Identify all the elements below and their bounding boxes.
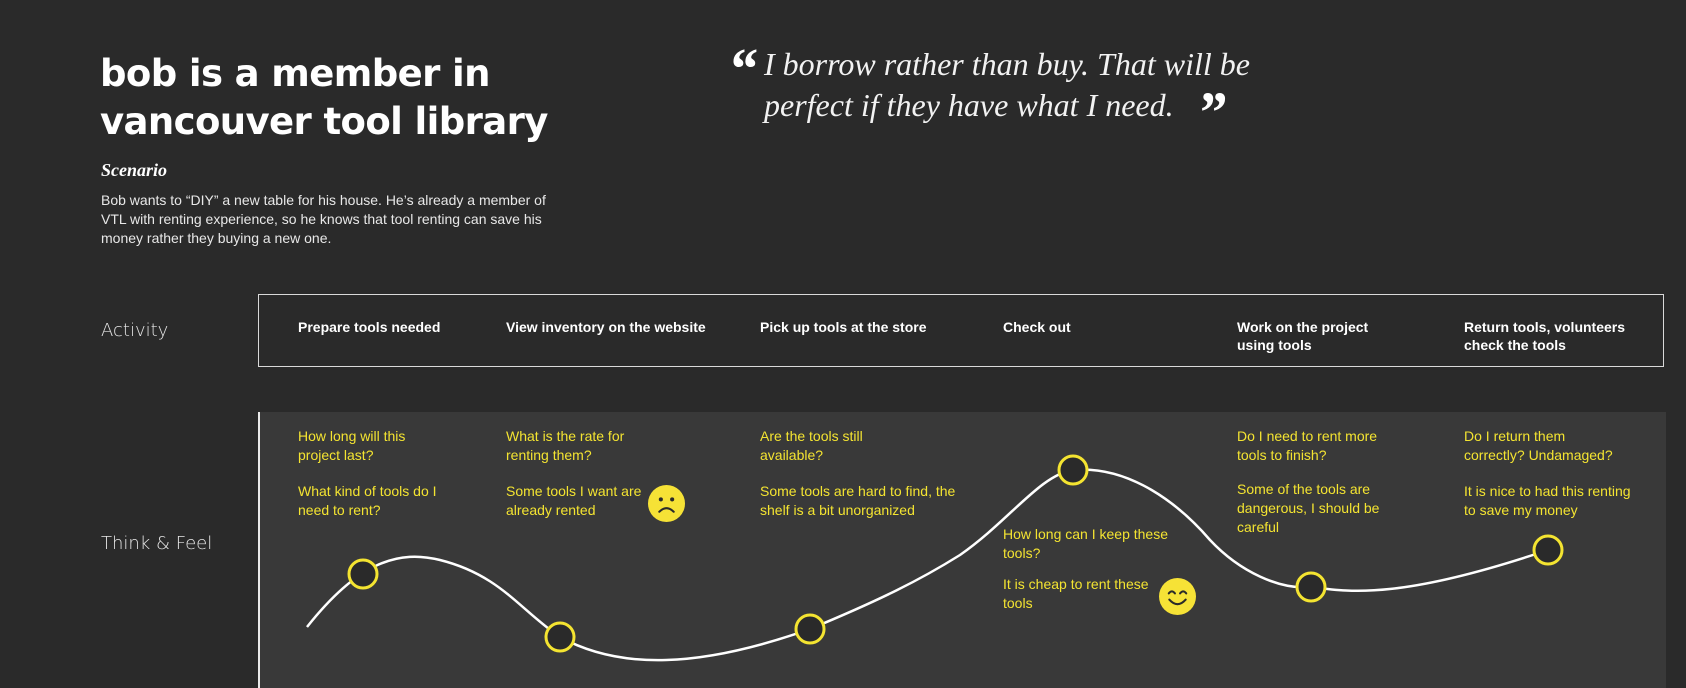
- activity-line: Work on the project: [1237, 319, 1369, 335]
- thought-feeling: It is cheap to rent these tools: [1003, 575, 1149, 613]
- activity-line: Check out: [1003, 319, 1071, 335]
- thought-line: tools?: [1003, 545, 1041, 561]
- thought-line: What is the rate for: [506, 428, 625, 444]
- thought-line: careful: [1237, 519, 1280, 535]
- thought-feeling: Some tools are hard to find, the shelf i…: [760, 482, 955, 520]
- scenario-label: Scenario: [101, 160, 168, 180]
- thought-question: Are the tools still available?: [760, 427, 863, 465]
- title-line-2: vancouver tool library: [100, 100, 548, 143]
- activity-line: using tools: [1237, 337, 1312, 353]
- thought-line: It is cheap to rent these: [1003, 576, 1149, 592]
- thought-line: project last?: [298, 447, 374, 463]
- thought-line: Do I need to rent more: [1237, 428, 1378, 444]
- thought-line: to save my money: [1464, 502, 1578, 518]
- thought-line: available?: [760, 447, 824, 463]
- activity-row-label: Activity: [101, 320, 169, 341]
- thought-feeling: Some tools I want are already rented: [506, 482, 641, 520]
- thought-line: Some of the tools are: [1237, 481, 1371, 497]
- thought-line: renting them?: [506, 447, 592, 463]
- activity-line: Return tools, volunteers: [1464, 319, 1626, 335]
- thought-question: Do I return them correctly? Undamaged?: [1464, 427, 1613, 465]
- activity-line: View inventory on the website: [506, 319, 706, 335]
- thought-feeling: Some of the tools are dangerous, I shoul…: [1237, 480, 1379, 537]
- activity-line: Prepare tools needed: [298, 319, 441, 335]
- activity-step: Pick up tools at the store: [760, 318, 926, 336]
- activity-step: Work on the project using tools: [1237, 318, 1368, 354]
- thought-line: Do I return them: [1464, 428, 1566, 444]
- thought-line: dangerous, I should be: [1237, 500, 1380, 516]
- thought-line: Some tools I want are: [506, 483, 642, 499]
- thought-question: What is the rate for renting them?: [506, 427, 624, 465]
- thought-line: need to rent?: [298, 502, 381, 518]
- think-feel-panel: [258, 412, 1666, 688]
- activity-step: View inventory on the website: [506, 318, 706, 336]
- thought-feeling: What kind of tools do I need to rent?: [298, 482, 437, 520]
- persona-title: bob is a member in vancouver tool librar…: [100, 50, 620, 146]
- activity-step: Prepare tools needed: [298, 318, 440, 336]
- thought-line: How long can I keep these: [1003, 526, 1168, 542]
- thought-line: Are the tools still: [760, 428, 863, 444]
- thought-line: tools to finish?: [1237, 447, 1327, 463]
- smiling-face-icon: [1159, 578, 1196, 615]
- thought-question: How long can I keep these tools?: [1003, 525, 1168, 563]
- thought-line: correctly? Undamaged?: [1464, 447, 1613, 463]
- activity-line: Pick up tools at the store: [760, 319, 927, 335]
- title-line-1: bob is a member in: [100, 52, 490, 95]
- thought-line: It is nice to had this renting: [1464, 483, 1631, 499]
- thought-line: How long will this: [298, 428, 406, 444]
- thought-question: Do I need to rent more tools to finish?: [1237, 427, 1377, 465]
- quote-line-1: I borrow rather than buy. That will be: [764, 46, 1250, 82]
- activity-step: Return tools, volunteers check the tools: [1464, 318, 1625, 354]
- thought-question: How long will this project last?: [298, 427, 405, 465]
- quote-line-2: perfect if they have what I need.: [764, 87, 1174, 123]
- thought-line: tools: [1003, 595, 1033, 611]
- think-feel-row-label: Think & Feel: [101, 533, 213, 554]
- thought-feeling: It is nice to had this renting to save m…: [1464, 482, 1631, 520]
- persona-quote: I borrow rather than buy. That will be p…: [764, 44, 1404, 126]
- activity-box: [258, 294, 1664, 367]
- sad-face-icon: [648, 485, 685, 522]
- thought-line: already rented: [506, 502, 596, 518]
- activity-line: check the tools: [1464, 337, 1566, 353]
- close-quote-mark: ”: [1197, 80, 1226, 145]
- thought-line: shelf is a bit unorganized: [760, 502, 915, 518]
- activity-step: Check out: [1003, 318, 1071, 336]
- thought-line: Some tools are hard to find, the: [760, 483, 956, 499]
- open-quote-mark: “: [728, 36, 757, 101]
- thought-line: What kind of tools do I: [298, 483, 437, 499]
- scenario-text: Bob wants to “DIY” a new table for his h…: [101, 192, 546, 246]
